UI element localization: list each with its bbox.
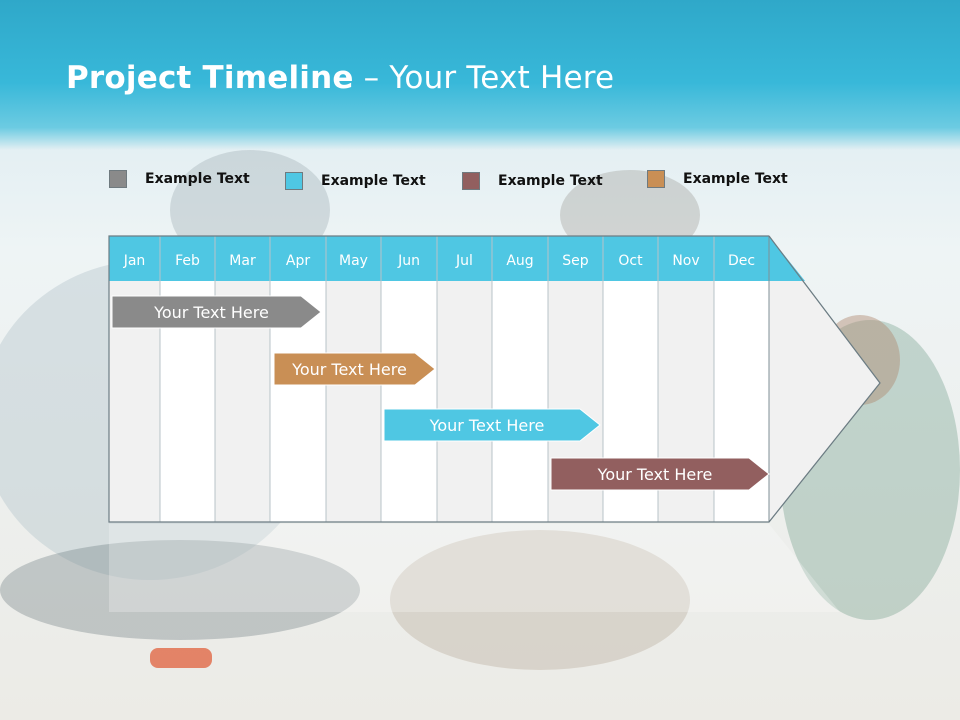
header-band bbox=[0, 0, 960, 150]
month-label-jul: Jul bbox=[455, 253, 473, 269]
task-label: Your Text Here bbox=[291, 360, 407, 379]
legend-swatch bbox=[109, 170, 127, 188]
month-label-nov: Nov bbox=[672, 253, 699, 269]
legend: Example Text Example Text Example Text E… bbox=[0, 170, 960, 194]
month-label-aug: Aug bbox=[506, 253, 533, 269]
timeline-reflection bbox=[109, 524, 840, 612]
task-bar bbox=[273, 352, 436, 386]
month-label-jan: Jan bbox=[123, 253, 146, 269]
month-label-sep: Sep bbox=[562, 253, 589, 269]
month-header-row bbox=[109, 236, 769, 281]
month-label-jun: Jun bbox=[397, 253, 420, 269]
task-label: Your Text Here bbox=[153, 303, 269, 322]
legend-item: Example Text bbox=[647, 170, 788, 188]
timeline-outline bbox=[108, 235, 881, 523]
title-rest: – Your Text Here bbox=[353, 60, 615, 96]
legend-item: Example Text bbox=[462, 172, 603, 190]
legend-swatch bbox=[462, 172, 480, 190]
title-bold: Project Timeline bbox=[66, 60, 354, 96]
month-label-mar: Mar bbox=[229, 253, 256, 269]
month-column bbox=[326, 281, 381, 522]
task-bar bbox=[111, 295, 322, 329]
month-label-feb: Feb bbox=[175, 253, 200, 269]
task-bar bbox=[550, 457, 770, 491]
month-column bbox=[437, 281, 492, 522]
task-label: Your Text Here bbox=[597, 465, 713, 484]
legend-item: Example Text bbox=[285, 172, 426, 190]
legend-label: Example Text bbox=[145, 171, 250, 187]
month-label-apr: Apr bbox=[286, 253, 310, 269]
month-column bbox=[381, 281, 437, 522]
legend-swatch bbox=[647, 170, 665, 188]
legend-swatch bbox=[285, 172, 303, 190]
task-bar bbox=[383, 408, 601, 442]
legend-label: Example Text bbox=[498, 173, 603, 189]
month-column bbox=[492, 281, 548, 522]
page-title: Project Timeline – Your Text Here bbox=[66, 60, 614, 96]
month-label-oct: Oct bbox=[618, 253, 643, 269]
legend-label: Example Text bbox=[683, 171, 788, 187]
task-label: Your Text Here bbox=[429, 416, 545, 435]
legend-item: Example Text bbox=[109, 170, 250, 188]
legend-label: Example Text bbox=[321, 173, 426, 189]
month-label-may: May bbox=[339, 253, 368, 269]
month-label-dec: Dec bbox=[728, 253, 755, 269]
